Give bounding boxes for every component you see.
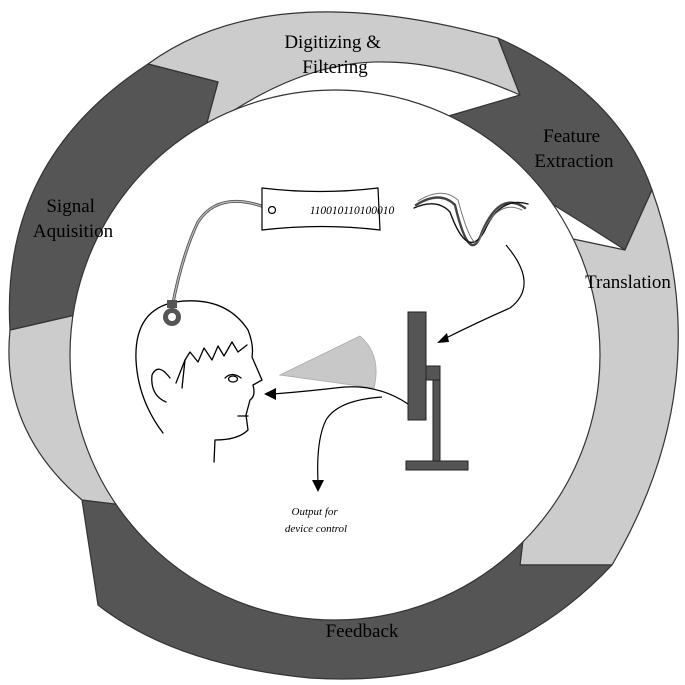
signal-waveform-icon: [413, 192, 529, 247]
binary-tag: 110010110100010: [261, 187, 395, 231]
stage-labels: Digitizing & Filtering Feature Extractio…: [33, 32, 672, 642]
monitor-icon: [405, 311, 469, 471]
head-icon: [135, 300, 263, 463]
label-feature-extraction: Feature Extraction: [534, 126, 614, 172]
device-output-arrow: [312, 396, 383, 492]
label-translation: Translation: [585, 272, 671, 293]
feedback-beam: [278, 335, 377, 389]
label-digitizing-filtering: Digitizing & Filtering: [284, 32, 385, 78]
label-feedback: Feedback: [326, 621, 399, 642]
label-signal-acquisition: Signal Aquisition: [33, 196, 114, 242]
monitor-to-face-arrow: [264, 386, 409, 405]
signal-to-monitor-arrow: [437, 244, 525, 343]
binary-code: 110010110100010: [310, 205, 395, 217]
stage-arrow-digitizing-filtering: [147, 11, 521, 131]
device-output-label: Output for device control: [285, 506, 347, 535]
electrode-cable: [163, 199, 274, 326]
